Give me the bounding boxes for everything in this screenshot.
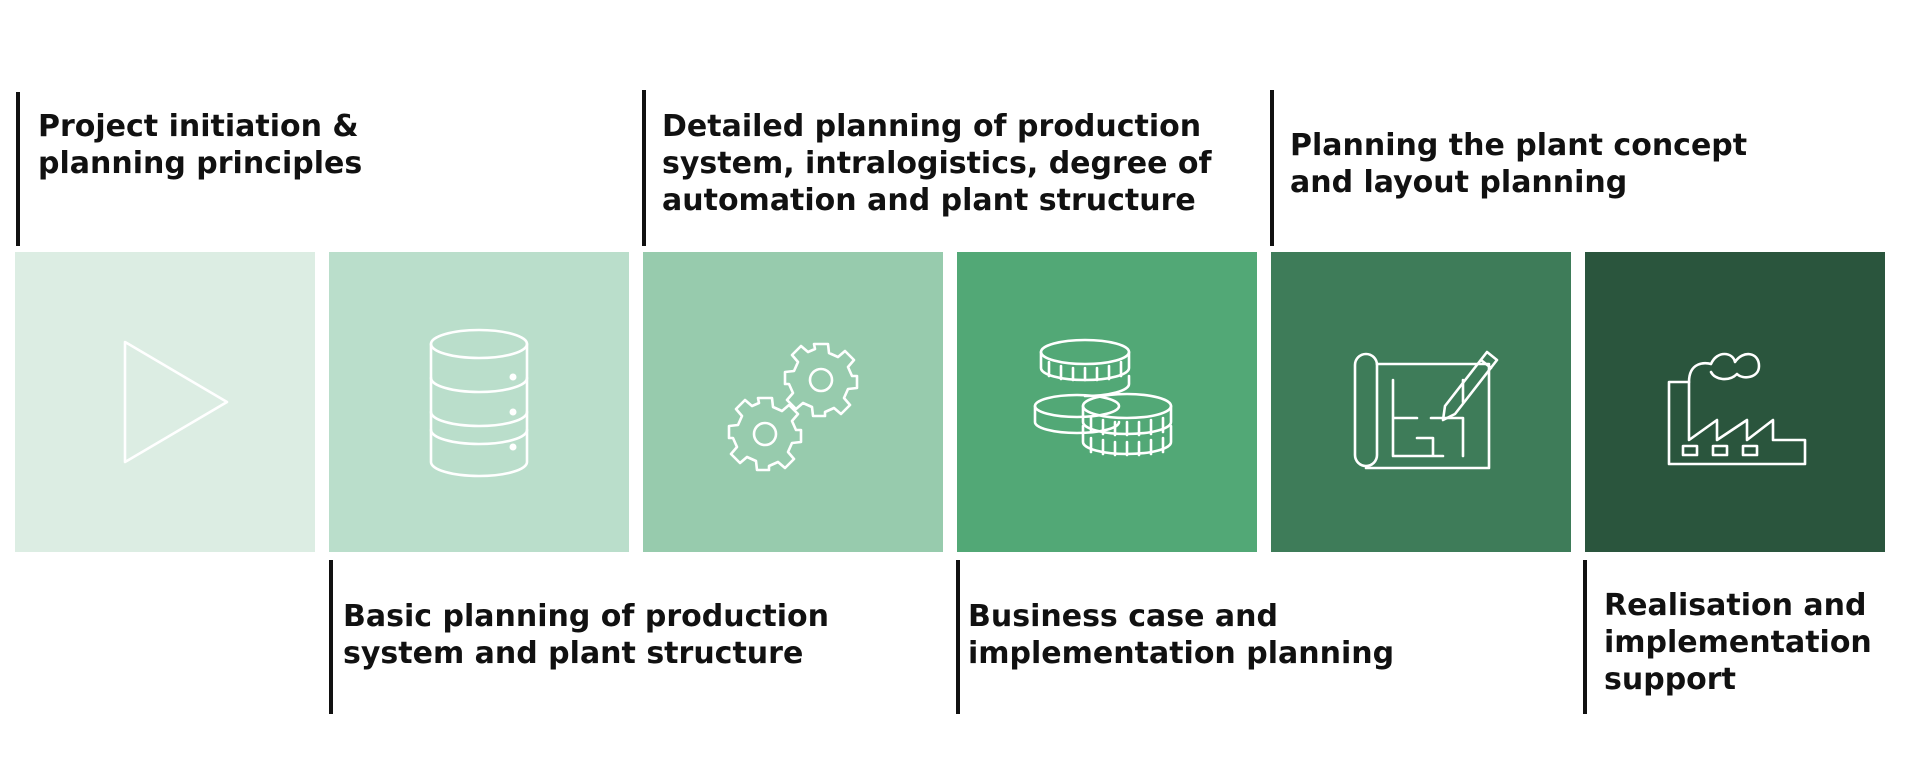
phase-tile-3 (643, 252, 943, 552)
phase-6-label: Realisation and implementation support (1604, 588, 1872, 697)
phase-5-connector (1270, 90, 1274, 246)
gears-icon (727, 342, 859, 472)
phase-3-label: Detailed planning of production system, … (662, 109, 1212, 218)
phase-6-connector (1583, 560, 1587, 714)
phase-tile-1 (15, 252, 315, 552)
phase-1-connector (16, 92, 20, 246)
blueprint-icon (1353, 350, 1499, 470)
phase-tile-4 (957, 252, 1257, 552)
phase-1-label: Project initiation & planning principles (38, 109, 363, 181)
phase-4-connector (956, 560, 960, 714)
factory-icon (1667, 352, 1807, 466)
phase-5-label: Planning the plant concept and layout pl… (1290, 128, 1748, 200)
phase-2-connector (329, 560, 333, 714)
play-icon (123, 340, 229, 464)
phase-tile-5 (1271, 252, 1571, 552)
database-icon (429, 328, 529, 478)
phase-2-label: Basic planning of production system and … (343, 599, 829, 671)
phase-3-connector (642, 90, 646, 246)
phase-4-label: Business case and implementation plannin… (968, 599, 1395, 671)
phase-tile-2 (329, 252, 629, 552)
coins-icon (1033, 338, 1173, 457)
phase-tile-6 (1585, 252, 1885, 552)
